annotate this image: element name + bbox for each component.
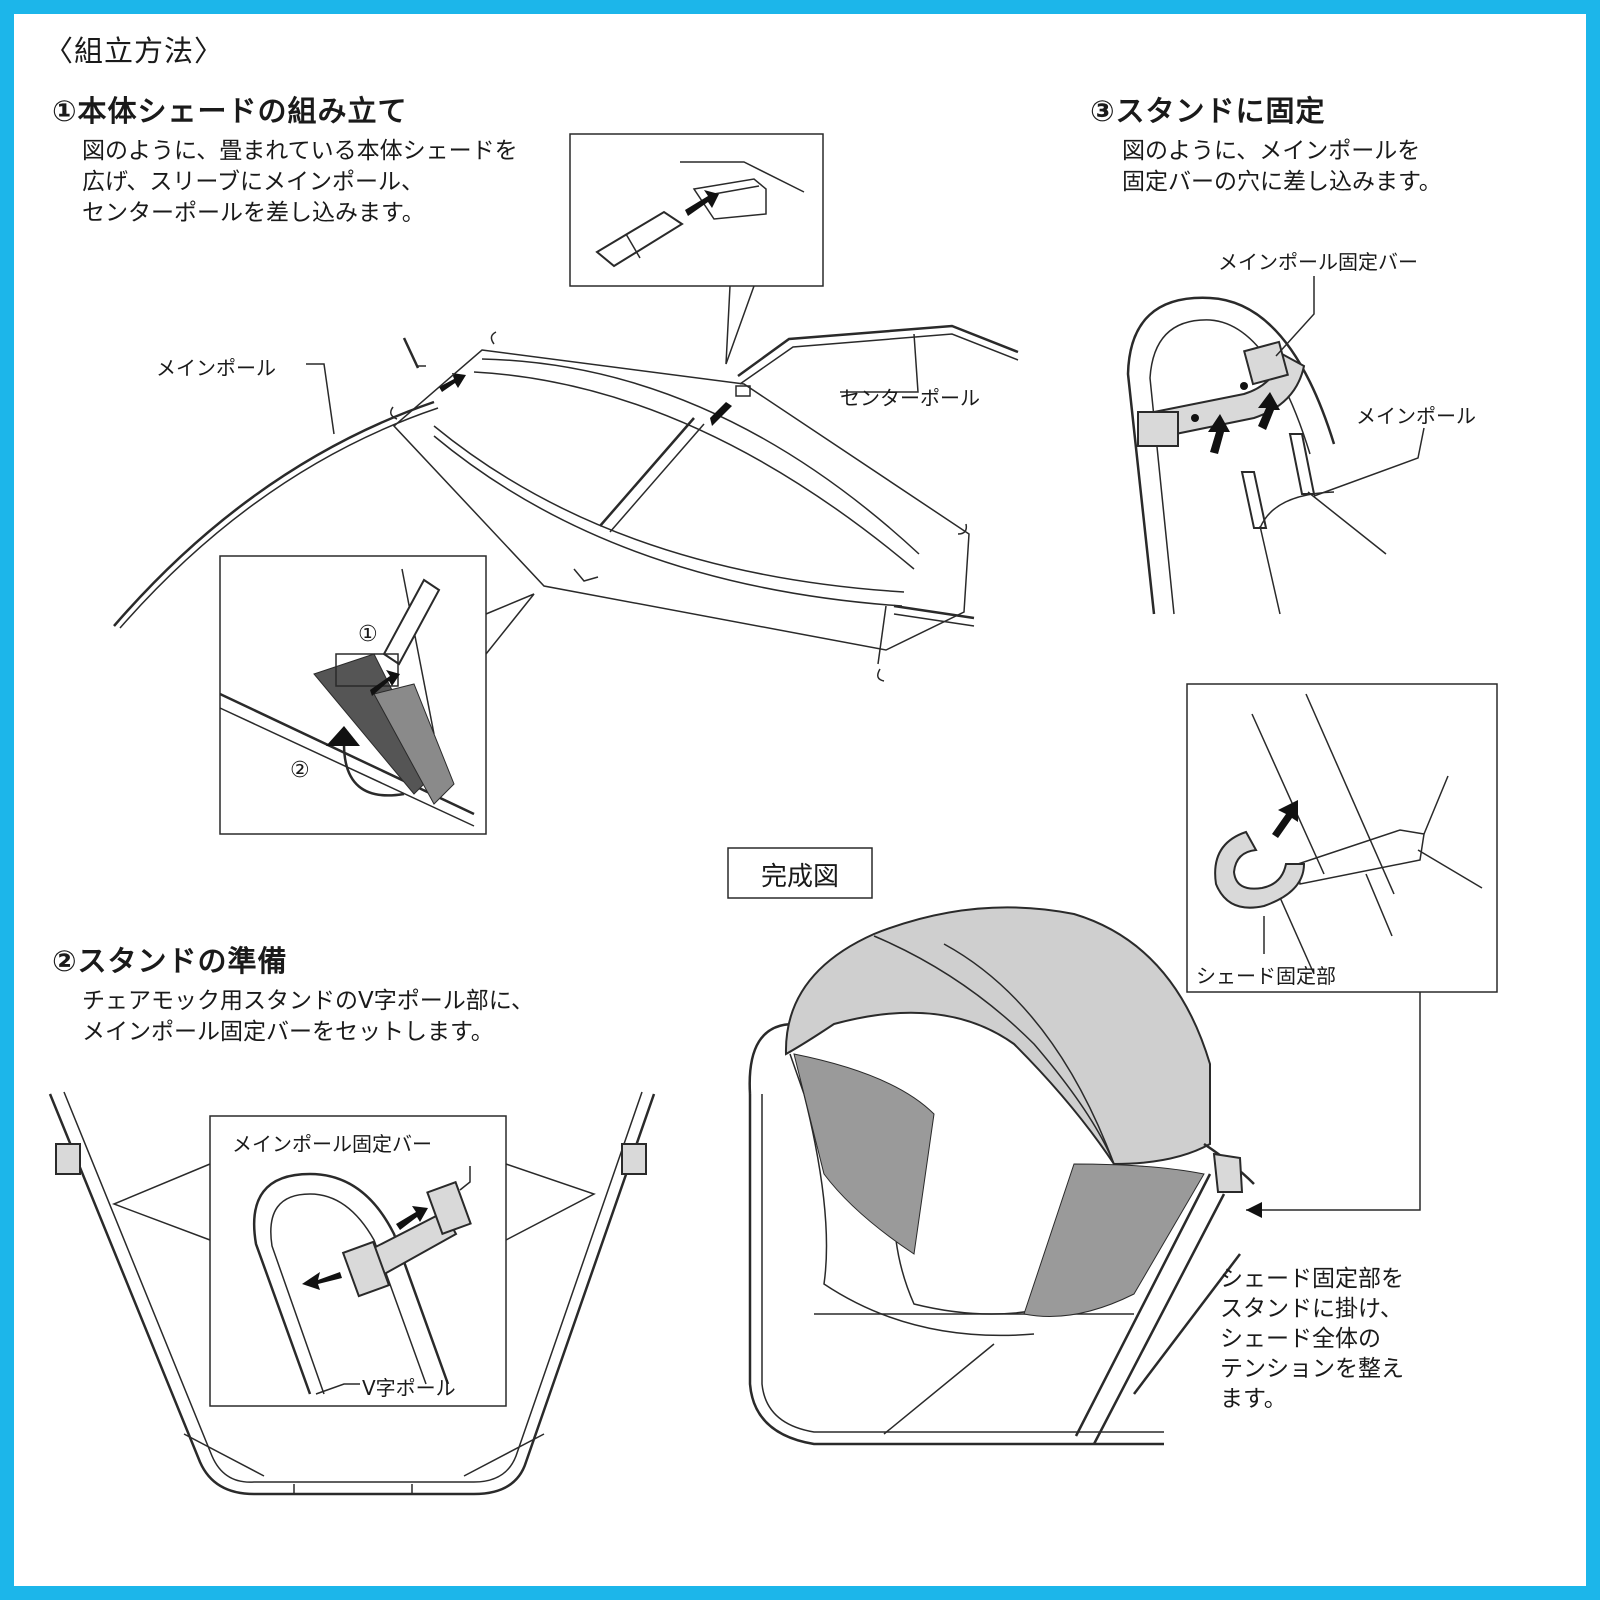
step1-heading: ①本体シェードの組み立て	[52, 94, 408, 128]
step1-inset-num2: ②	[290, 758, 310, 783]
complete-note: シェード固定部を スタンドに掛け、 シェード全体の テンションを整え ます。	[1220, 1266, 1404, 1412]
step1-text: 図のように、畳まれている本体シェードを 広げ、スリーブにメインポール、 センター…	[82, 138, 518, 226]
step3-text: 図のように、メインポールを 固定バーの穴に差し込みます。	[1122, 138, 1442, 195]
shade-canopy	[784, 906, 1211, 1166]
step2-heading: ②スタンドの準備	[52, 944, 288, 978]
step3-heading: ③スタンドに固定	[1090, 94, 1326, 128]
shade-fix-inset-box	[1186, 683, 1498, 993]
step3-label-fix-bar: メインポール固定バー	[1218, 250, 1418, 274]
step1-label-center-pole: センターポール	[840, 386, 980, 410]
step3-label-main-pole: メインポール	[1356, 404, 1476, 428]
shade-body-outline	[392, 349, 970, 651]
step2-label-v-pole: V字ポール	[362, 1376, 456, 1400]
complete-label: 完成図	[760, 862, 839, 892]
assembly-illustrations	[48, 133, 1498, 1496]
complete-illustration	[727, 847, 1255, 1446]
step1-inset-num1: ①	[358, 622, 378, 647]
sleeve-inset-box	[569, 133, 824, 287]
instruction-sheet: 〈組立方法〉 ①本体シェードの組み立て 図のように、畳まれている本体シェードを …	[14, 14, 1586, 1586]
step2-label-fix-bar: メインポール固定バー	[232, 1132, 432, 1156]
page-title: 〈組立方法〉	[44, 34, 225, 68]
step2-text: チェアモック用スタンドのV字ポール部に、 メインポール固定バーをセットします。	[82, 988, 535, 1045]
step2-illustration	[48, 1091, 656, 1496]
step3-label-shade-fix: シェード固定部	[1196, 964, 1336, 988]
step1-illustration	[113, 133, 1019, 835]
fix-bar-inset-box	[209, 1115, 507, 1407]
step3-illustration	[1126, 276, 1498, 1218]
complete-label-box	[727, 847, 873, 899]
step1-label-main-pole: メインポール	[156, 356, 276, 380]
